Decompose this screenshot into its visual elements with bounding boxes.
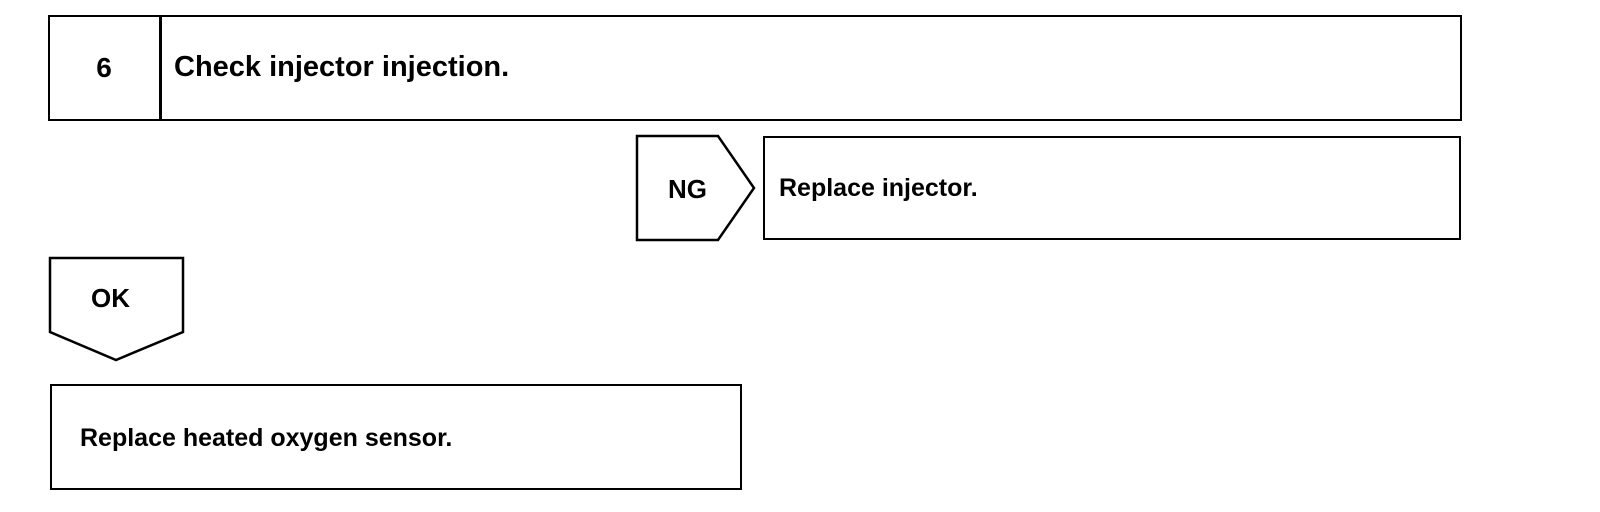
ng-action-text: Replace injector.	[779, 174, 978, 202]
ok-arrow-shape	[48, 256, 185, 362]
step-number: 6	[96, 52, 112, 83]
ng-arrow-shape	[635, 134, 756, 242]
ng-action-box	[763, 136, 1461, 240]
ok-action-box	[50, 384, 742, 490]
step-box	[48, 15, 1462, 121]
ok-action-text: Replace heated oxygen sensor.	[80, 424, 453, 452]
step-number-divider	[159, 15, 162, 121]
ok-label: OK	[91, 283, 130, 313]
step-title: Check injector injection.	[174, 51, 510, 83]
ng-label: NG	[668, 174, 707, 204]
